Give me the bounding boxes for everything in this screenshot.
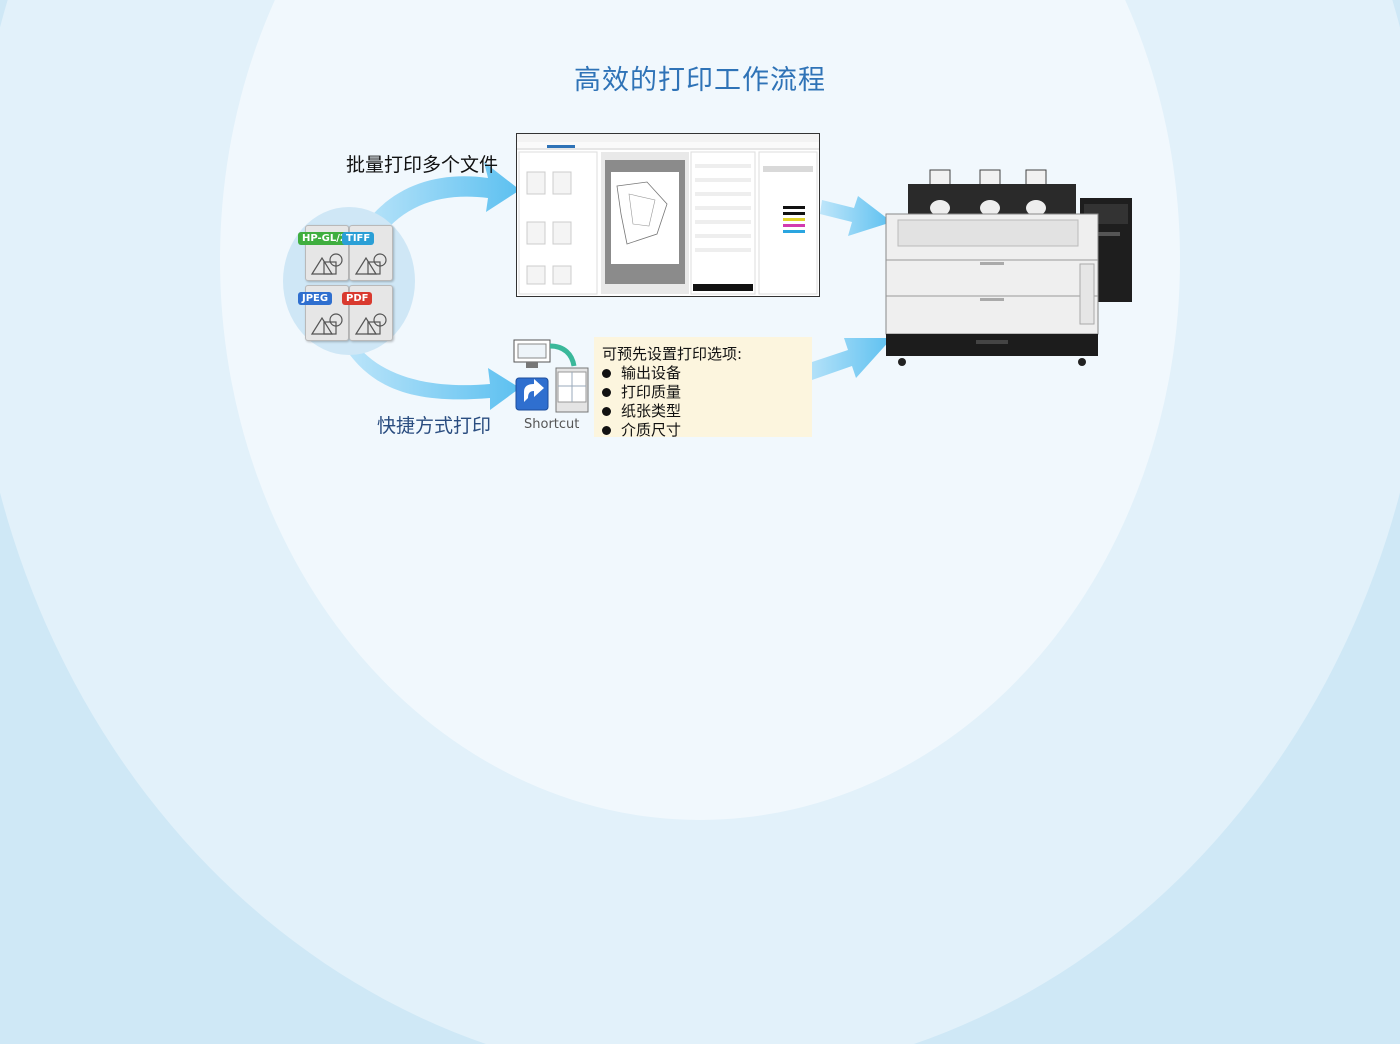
arrow-to-printer-top — [820, 196, 892, 236]
bullet-icon — [602, 426, 611, 435]
bullet-icon — [602, 388, 611, 397]
arrow-shortcut — [340, 335, 520, 410]
shortcut-caption: Shortcut — [524, 417, 580, 432]
software-window-graphic — [517, 134, 819, 295]
bullet-icon — [602, 407, 611, 416]
pdf-file-icon: PDF — [342, 285, 393, 341]
pdf-badge: PDF — [342, 292, 373, 305]
page-title: 高效的打印工作流程 — [574, 65, 826, 96]
flow-arrows — [340, 162, 892, 410]
jpeg-file-icon: JPEG — [298, 285, 349, 341]
hpgl-badge: HP-GL/2 — [298, 232, 351, 245]
option-item-label: 打印质量 — [621, 383, 682, 401]
large-format-printer-image — [885, 169, 1132, 366]
tiff-badge: TIFF — [342, 232, 375, 245]
file-types-circle: HP-GL/2 TIFF JPEG PDF — [283, 207, 415, 355]
jpeg-badge: JPEG — [298, 292, 333, 305]
hpgl-file-icon: HP-GL/2 — [298, 225, 351, 281]
option-item: 介质尺寸 — [602, 419, 681, 440]
shortcut-icon — [513, 339, 589, 413]
option-item-label: 输出设备 — [621, 364, 682, 382]
option-item: 纸张类型 — [602, 400, 681, 421]
option-item: 输出设备 — [602, 362, 681, 383]
print-options-note: 可预先设置打印选项: 输出设备 打印质量 纸张类型 介质尺寸 — [594, 337, 812, 440]
option-item: 打印质量 — [602, 381, 681, 402]
option-item-label: 介质尺寸 — [621, 421, 682, 439]
arrow-to-printer-bottom — [800, 338, 892, 380]
bullet-icon — [602, 369, 611, 378]
batch-print-label: 批量打印多个文件 — [346, 154, 499, 176]
arrow-batch — [352, 162, 520, 250]
option-item-label: 纸张类型 — [621, 402, 682, 420]
tiff-file-icon: TIFF — [342, 225, 393, 281]
shortcut-print-label: 快捷方式打印 — [377, 415, 492, 437]
software-window-thumbnail — [516, 133, 820, 297]
print-options-title: 可预先设置打印选项: — [602, 345, 743, 363]
